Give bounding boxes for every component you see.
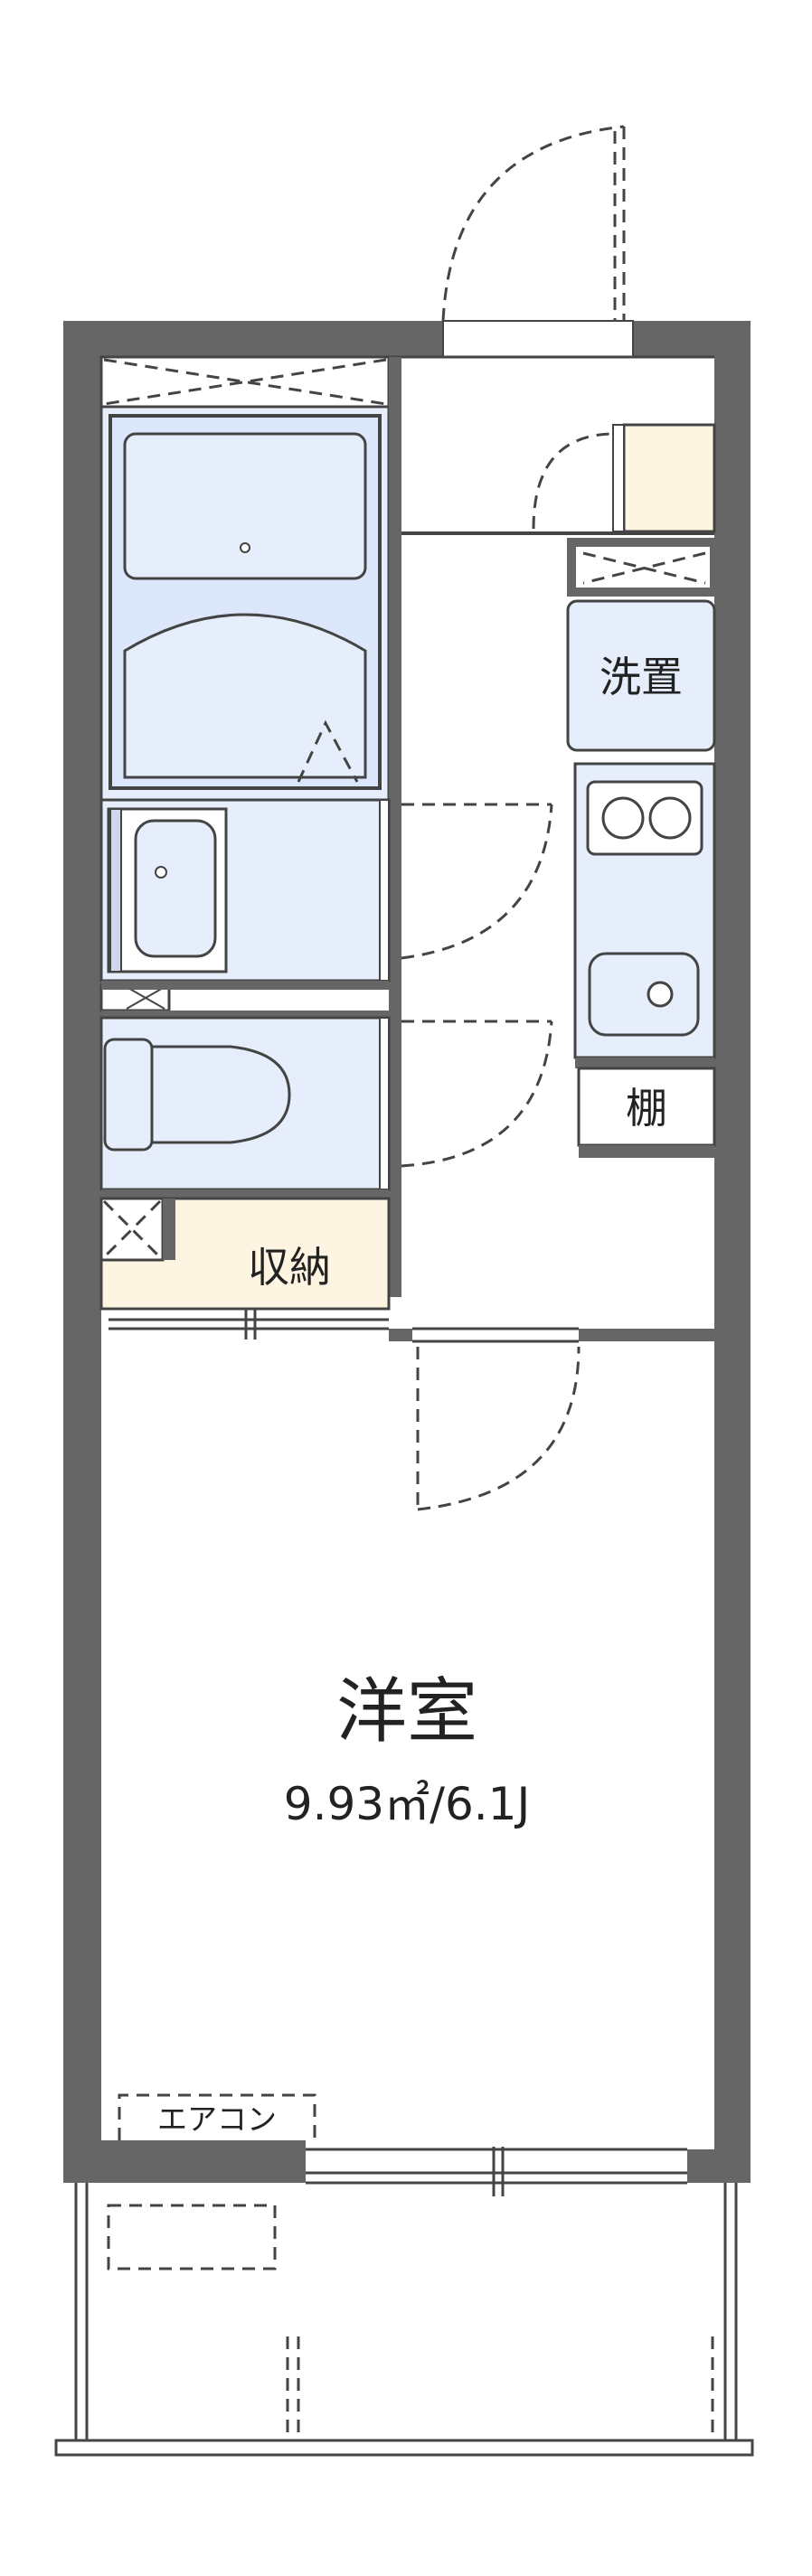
washer-label: 洗置: [600, 653, 683, 701]
stove-icon: [586, 780, 703, 856]
room-name-label: 洋室: [336, 1671, 477, 1753]
storage-label: 収納: [248, 1243, 331, 1292]
shelf-label: 棚: [626, 1084, 667, 1133]
shelf: 棚: [577, 1067, 716, 1147]
aircon-label: エアコン: [157, 2101, 277, 2137]
kitchen-counter: [573, 762, 716, 1059]
toilet-room: [99, 1016, 391, 1191]
exterior-walls: [63, 321, 751, 2183]
washroom: [99, 798, 391, 982]
washbasin-icon: [107, 807, 228, 973]
shoe-cabinet: [622, 423, 716, 533]
toilet-icon: [103, 1038, 291, 1152]
storage-closet: 収納: [99, 1197, 391, 1311]
room-door: [416, 1346, 581, 1511]
toilet-door: [401, 1020, 553, 1168]
room-area-label: 9.93㎡/6.1J: [284, 1778, 530, 1830]
balcony-window: [306, 2147, 687, 2196]
bathroom: [99, 355, 391, 802]
kitchen-sink-icon: [588, 952, 700, 1037]
entrance-door: [441, 125, 626, 322]
aircon: エアコン: [118, 2093, 316, 2140]
washroom-door: [401, 803, 553, 960]
washer-space: 洗置: [566, 599, 716, 752]
bathtub-icon: [109, 414, 382, 790]
balcony: [54, 2183, 754, 2457]
